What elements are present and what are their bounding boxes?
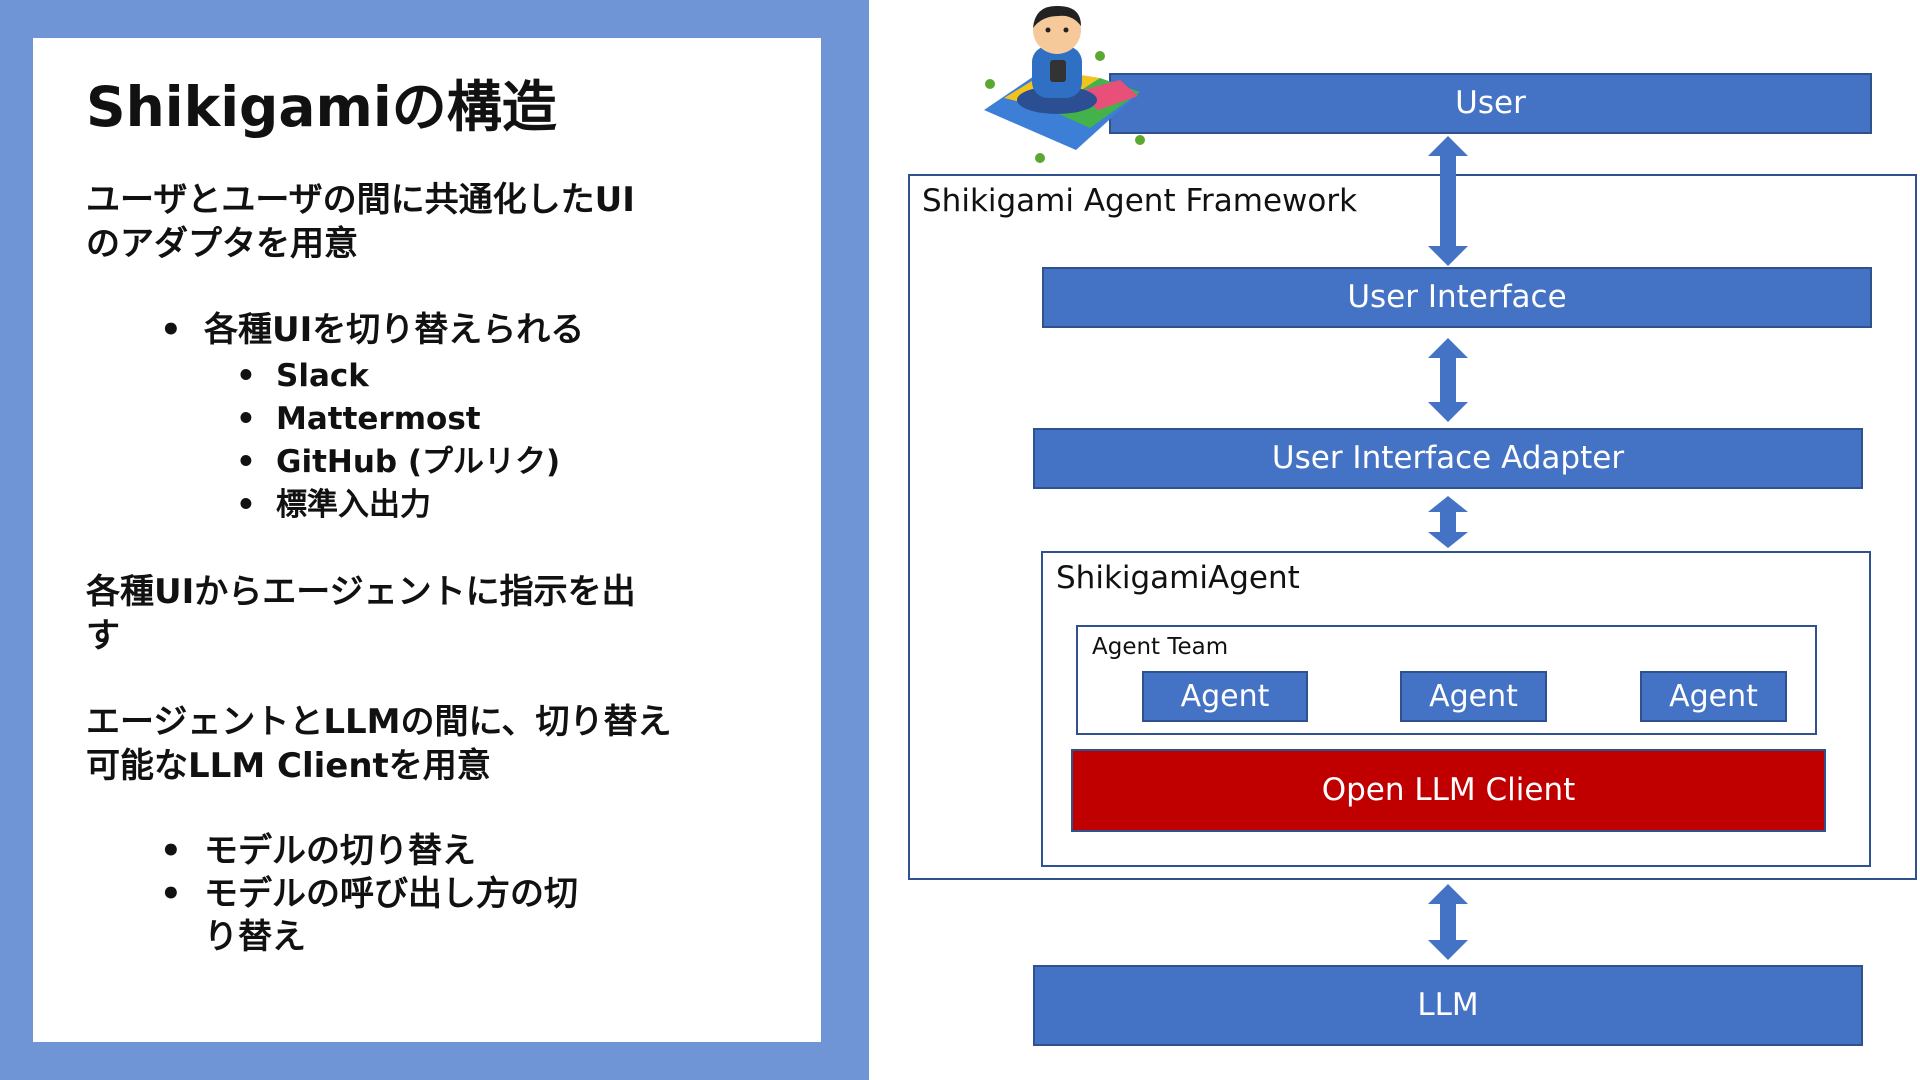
- paragraph-line: ユーザとユーザの間に共通化したUI: [86, 180, 635, 220]
- ui-item-slack: Slack: [236, 355, 560, 398]
- paragraph-line: 可能なLLM Clientを用意: [86, 746, 491, 786]
- slide-title: Shikigamiの構造: [86, 75, 557, 139]
- paragraph-line: 各種UIからエージェントに指示を出: [86, 572, 636, 612]
- paragraph-llm-client: エージェントとLLMの間に、切り替え 可能なLLM Clientを用意: [86, 700, 746, 788]
- open-llm-client-box: Open LLM Client: [1071, 749, 1826, 832]
- double-arrow-icon: [1428, 136, 1468, 266]
- llm-bullet-list: モデルの切り替え モデルの呼び出し方の切り替え: [160, 830, 584, 959]
- double-arrow-icon: [1428, 496, 1468, 548]
- bullet-item: モデルの切り替え: [160, 830, 584, 873]
- user-interface-box: User Interface: [1042, 267, 1872, 328]
- ui-item-github: GitHub (プルリク): [236, 441, 560, 484]
- ui-item-stdio: 標準入出力: [236, 484, 560, 527]
- bullet-item: 各種UIを切り替えられる: [160, 309, 584, 352]
- ui-bullet-list: 各種UIを切り替えられる: [160, 309, 584, 352]
- paragraph-line: エージェントとLLMの間に、切り替え: [86, 702, 672, 742]
- user-illustration-icon: [984, 5, 1145, 163]
- user-box: User: [1109, 73, 1872, 134]
- shikigami-agent-label: ShikigamiAgent: [1056, 560, 1300, 596]
- ui-item-mattermost: Mattermost: [236, 398, 560, 441]
- paragraph-ui-adapter: ユーザとユーザの間に共通化したUI のアダプタを用意: [86, 178, 686, 266]
- agent-team-label: Agent Team: [1092, 634, 1229, 660]
- paragraph-line: す: [86, 616, 120, 656]
- double-arrow-icon: [1428, 338, 1468, 422]
- agent-box-1: Agent: [1142, 671, 1308, 722]
- user-interface-adapter-box: User Interface Adapter: [1033, 428, 1863, 489]
- paragraph-instructions: 各種UIからエージェントに指示を出 す: [86, 570, 686, 658]
- agent-box-2: Agent: [1400, 671, 1547, 722]
- agent-box-3: Agent: [1640, 671, 1787, 722]
- paragraph-line: のアダプタを用意: [86, 224, 358, 264]
- double-arrow-icon: [1428, 884, 1468, 960]
- ui-items-list: Slack Mattermost GitHub (プルリク) 標準入出力: [236, 355, 560, 527]
- framework-label: Shikigami Agent Framework: [922, 183, 1358, 219]
- llm-box: LLM: [1033, 965, 1863, 1046]
- bullet-item: モデルの呼び出し方の切り替え: [160, 873, 584, 959]
